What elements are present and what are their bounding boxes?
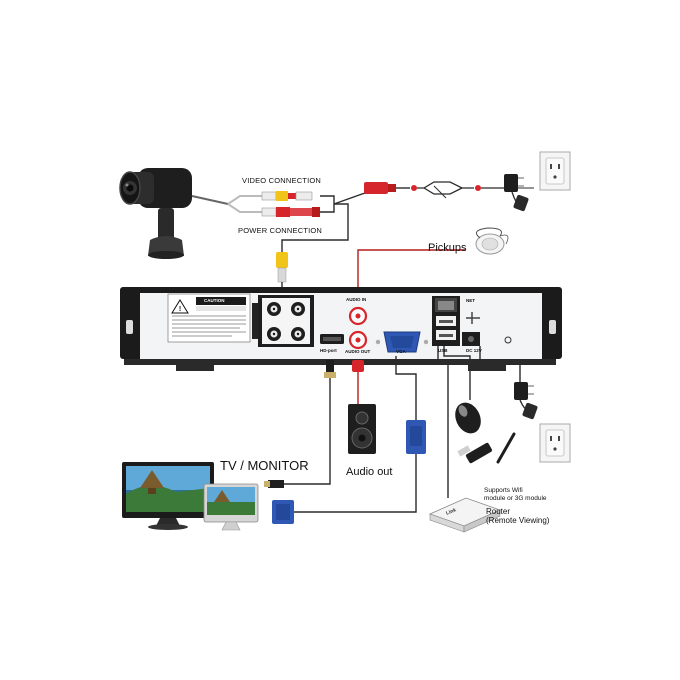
router-label-line2: (Remote Viewing) [486, 516, 550, 525]
bnc-video-inputs [252, 295, 314, 347]
tv-monitor-label: TV / MONITOR [220, 458, 309, 473]
audio-out-label: Audio out [346, 466, 393, 478]
tv-monitor-icon [122, 462, 214, 530]
pickups-label: Pickups [428, 242, 467, 254]
vga-plug [406, 420, 426, 454]
audio-in-port [348, 306, 368, 326]
wall-outlet-icon [539, 151, 571, 191]
power-adapter-bottom-icon [514, 382, 538, 420]
hd-port [320, 334, 344, 344]
dc12v-port-label: DC 12V [466, 348, 482, 353]
caution-label: CAUTION [204, 298, 225, 303]
audio-out-port [348, 330, 368, 350]
power-connection-label: POWER CONNECTION [238, 226, 323, 235]
pickups-cable [357, 249, 466, 298]
svg-text:!: ! [179, 306, 181, 313]
wifi-module-label-line2: module or 3G module [484, 495, 547, 502]
wifi-module-label-line1: Supports Wifi [484, 487, 523, 494]
router-label-line1: Router [486, 507, 511, 516]
rca-plug-audio [352, 360, 364, 372]
usb-port-label: USB [438, 348, 448, 353]
audio-out-port-label: AUDIO OUT [345, 349, 371, 354]
caution-sticker: ! [167, 293, 251, 343]
mouse-icon [455, 402, 481, 434]
wifi-dongle-icon [457, 432, 516, 464]
cctv-camera-icon [119, 168, 229, 259]
video-connection-label: VIDEO CONNECTION [242, 176, 322, 185]
net-port-label: NET [466, 298, 475, 303]
hdmi-plug-tv [264, 480, 284, 488]
audio-in-port-label: AUDIO IN [346, 297, 367, 302]
power-splitter-cable [364, 181, 508, 199]
dc-power-jack [462, 312, 512, 346]
speaker-icon [348, 404, 376, 454]
router-icon [428, 497, 502, 533]
hdmi-plug [324, 360, 336, 378]
hd-port-label: HD-port [320, 348, 337, 353]
wall-outlet-bottom-icon [539, 423, 571, 463]
vga-port [375, 331, 429, 353]
usb-net-ports [432, 296, 460, 346]
pickup-microphone-icon [475, 227, 509, 255]
vga-port-label: VGA [396, 349, 406, 354]
vga-plug-monitor [272, 500, 294, 524]
output-cables [284, 346, 521, 513]
pc-monitor-icon [203, 483, 259, 531]
camera-pigtail-cables [227, 191, 320, 217]
power-adapter-icon [504, 174, 529, 212]
